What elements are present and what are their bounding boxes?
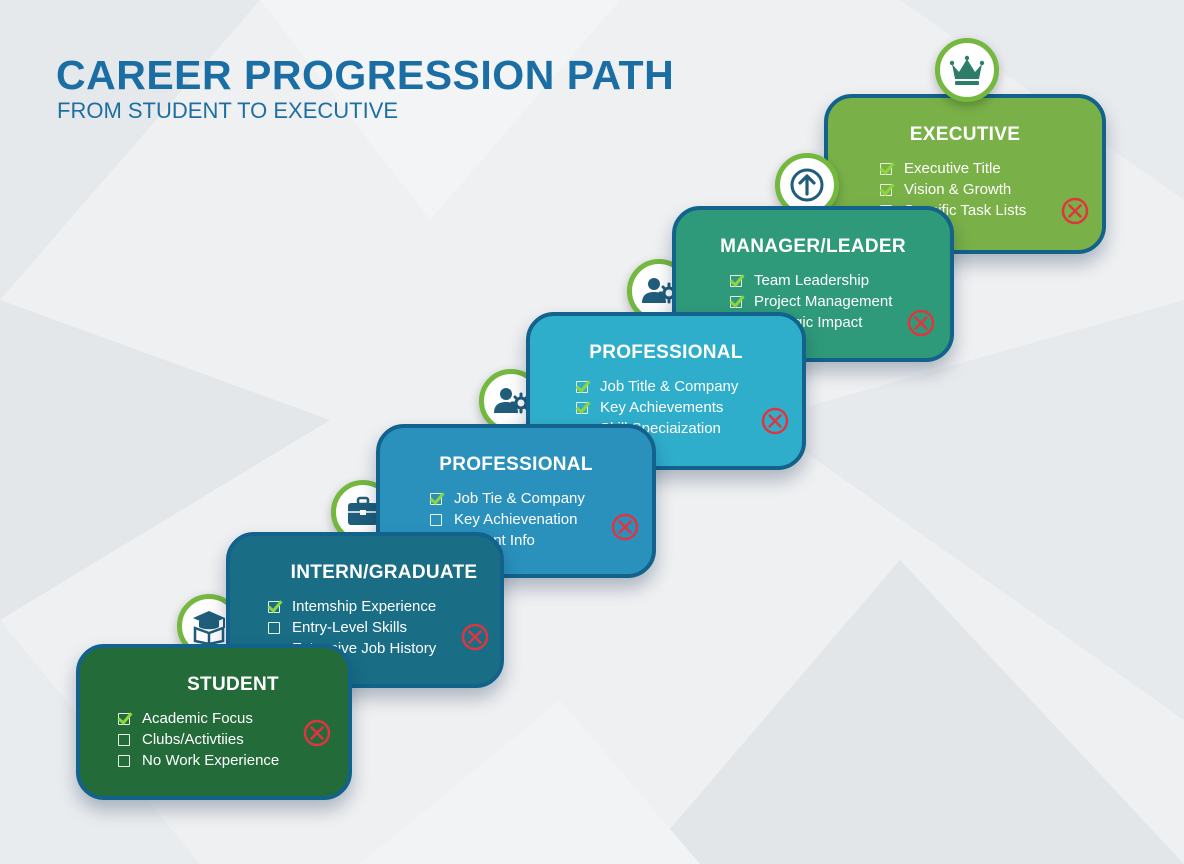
checked-box-icon	[730, 292, 744, 312]
x-circle-icon	[611, 513, 639, 541]
step-manager-leader: MANAGER/LEADER Team Leadership Project M…	[672, 206, 954, 362]
step-title: PROFESSIONAL	[439, 454, 593, 475]
step-item-list: Academic Focus Clubs/Activtiies No Work …	[118, 708, 348, 771]
list-item: Intemship Experience	[268, 596, 500, 617]
list-item-label: Job Title & Company	[600, 378, 739, 395]
page-title: CAREER PROGRESSION PATH	[56, 52, 675, 98]
checked-box-icon	[576, 377, 590, 397]
x-circle-icon	[461, 623, 489, 651]
list-item: Key Achievenation	[430, 509, 652, 530]
empty-box-icon	[118, 751, 132, 771]
list-item: Team Leadership	[730, 270, 950, 291]
list-item-label: Job Tie & Company	[454, 490, 585, 507]
list-item-label: Executive Title	[904, 160, 1001, 177]
x-circle-icon	[1061, 197, 1089, 225]
list-item-label: Entry-Level Skills	[292, 619, 408, 636]
list-item-label: Project Management	[754, 293, 893, 310]
x-circle-icon	[761, 407, 789, 435]
list-item: Academic Focus	[118, 708, 348, 729]
crown-icon	[935, 38, 999, 102]
empty-box-icon	[430, 510, 444, 530]
x-circle-icon	[303, 719, 331, 747]
step-intern-graduate: INTERN/GRADUATE Intemship Experience Ent…	[226, 532, 504, 688]
list-item: Executive Title	[880, 158, 1102, 179]
empty-box-icon	[118, 730, 132, 750]
list-item: No Work Experience	[118, 750, 348, 771]
step-professional-2: PROFESSIONAL Job Title & Company Key Ach…	[526, 312, 806, 470]
checked-box-icon	[118, 709, 132, 729]
checked-box-icon	[430, 489, 444, 509]
list-item-label: Academic Focus	[142, 710, 253, 727]
step-title: STUDENT	[187, 674, 279, 695]
step-title: MANAGER/LEADER	[720, 236, 906, 257]
list-item-label: Intemship Experience	[292, 598, 437, 615]
checked-box-icon	[730, 271, 744, 291]
checked-box-icon	[576, 398, 590, 418]
step-title: PROFESSIONAL	[589, 342, 743, 363]
list-item-label: Team Leadership	[754, 272, 870, 289]
list-item-label: Clubs/Activtiies	[142, 731, 244, 748]
list-item: Vision & Growth	[880, 179, 1102, 200]
step-student: STUDENT Academic Focus Clubs/Activtiies …	[76, 644, 352, 800]
step-item-list: Executive Title Vision & Growth Specific…	[880, 158, 1102, 221]
checked-box-icon	[268, 597, 282, 617]
list-item-label: Key Achievenation	[454, 511, 578, 528]
checked-box-icon	[880, 180, 894, 200]
list-item: Project Management	[730, 291, 950, 312]
list-item-label: Vision & Growth	[904, 181, 1012, 198]
empty-box-icon	[268, 618, 282, 638]
x-circle-icon	[907, 309, 935, 337]
list-item: Key Achievements	[576, 397, 802, 418]
checked-box-icon	[880, 159, 894, 179]
list-item-label: Key Achievements	[600, 399, 724, 416]
list-item: Job Title & Company	[576, 376, 802, 397]
list-item: Job Tie & Company	[430, 488, 652, 509]
list-item: Entry-Level Skills	[268, 617, 500, 638]
list-item: Clubs/Activtiies	[118, 729, 348, 750]
step-title: EXECUTIVE	[909, 124, 1021, 145]
list-item-label: No Work Experience	[142, 752, 280, 769]
page-subtitle: FROM STUDENT TO EXECUTIVE	[57, 98, 399, 123]
step-title: INTERN/GRADUATE	[290, 562, 478, 583]
